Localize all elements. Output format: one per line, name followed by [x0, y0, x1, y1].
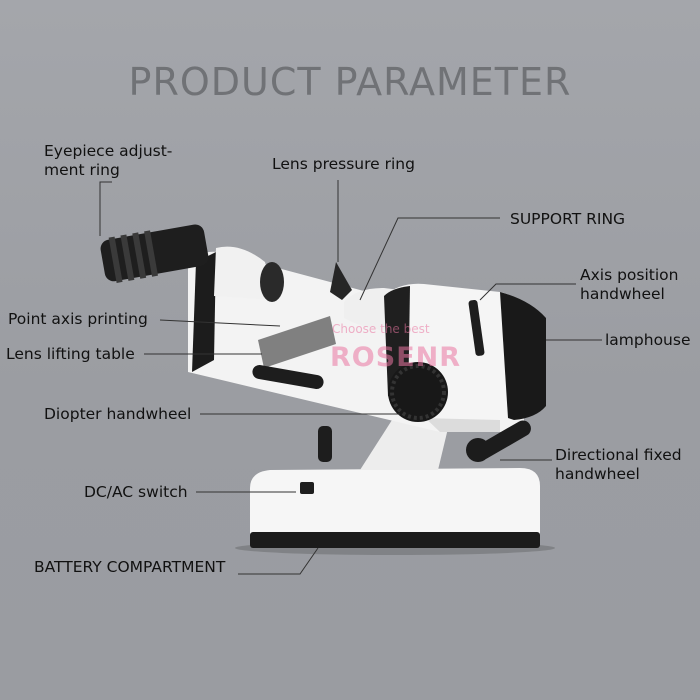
leader-lines — [99, 180, 602, 575]
label-support-ring: SUPPORT RING — [510, 210, 626, 228]
directional-handwheel — [466, 420, 531, 462]
label-directional: Directional fixed handwheel — [555, 446, 682, 483]
label-lamphouse: lamphouse — [605, 331, 691, 349]
dcac-switch — [300, 482, 314, 494]
label-dcac: DC/AC switch — [84, 483, 188, 501]
label-battery: BATTERY COMPARTMENT — [34, 558, 226, 576]
axis-handwheel — [468, 299, 485, 356]
base — [250, 468, 540, 548]
top-housing — [214, 246, 275, 300]
tilt-knob — [318, 426, 332, 462]
label-axis-position: Axis position handwheel — [580, 266, 679, 303]
watermark-brand: ROSENR — [330, 342, 462, 373]
label-diopter: Diopter handwheel — [44, 405, 192, 423]
column — [360, 420, 450, 470]
eyepiece — [100, 224, 209, 283]
diopter-handwheel — [388, 362, 448, 422]
label-lens-lifting: Lens lifting table — [6, 345, 135, 363]
lens-pressure-arm — [330, 262, 352, 300]
page-title: PRODUCT PARAMETER — [128, 60, 572, 104]
lens-stop — [260, 262, 284, 302]
lens-table — [258, 316, 336, 368]
label-eyepiece: Eyepiece adjust-ment ring — [44, 142, 173, 179]
watermark-tagline: Choose the best — [332, 322, 430, 336]
label-point-axis: Point axis printing — [8, 310, 148, 328]
side-lever — [252, 364, 324, 390]
label-lens-pressure-ring: Lens pressure ring — [272, 155, 415, 173]
